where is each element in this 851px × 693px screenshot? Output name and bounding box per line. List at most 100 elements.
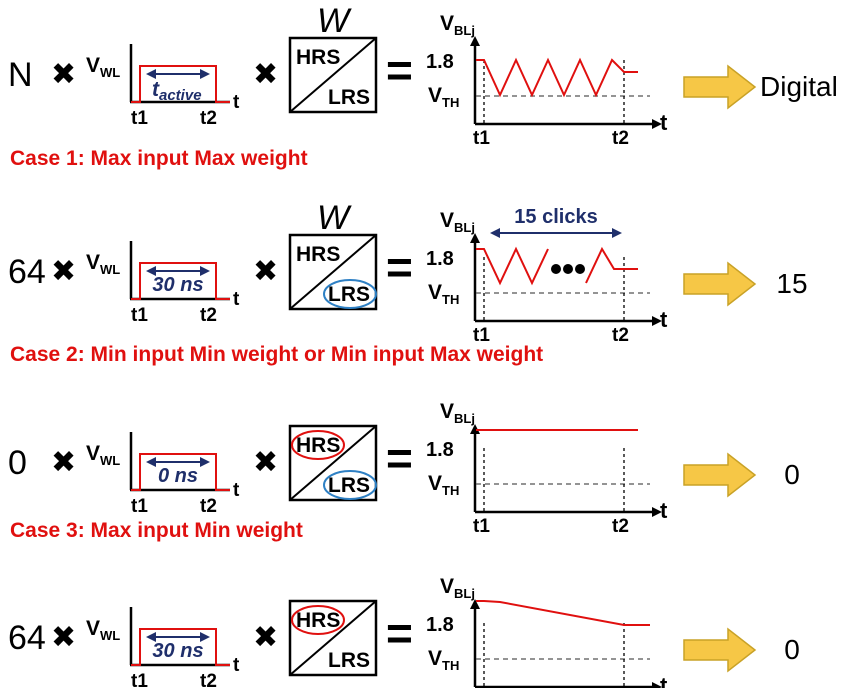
weight-w-label-2: W — [317, 199, 352, 237]
ellipsis-dot-1 — [551, 264, 561, 274]
vwl-label-1: VWL — [86, 54, 120, 80]
vbl-label-2: VBLj — [440, 209, 475, 235]
pulse-t2-label-3: t2 — [200, 496, 217, 517]
clicks-arrow-right-2 — [612, 228, 622, 238]
bl-t1-label-3: t1 — [473, 516, 490, 537]
bl-y-axis-arrow-1 — [470, 36, 480, 46]
bl-t1-label-1: t1 — [473, 128, 490, 149]
pulse-width-label-1: tactive — [152, 78, 202, 104]
lrs-label-1: LRS — [328, 86, 370, 109]
bl-y-axis-arrow-2 — [470, 233, 480, 243]
v18-tick-label-2: 1.8 — [426, 248, 454, 270]
bl-t2-label-3: t2 — [612, 516, 629, 537]
pulse-t1-label-1: t1 — [131, 108, 148, 129]
weight-box-diagonal-3 — [289, 425, 377, 501]
v18-tick-label-3: 1.8 — [426, 439, 454, 461]
output-value-4: 0 — [784, 634, 800, 665]
pulse-t2-label-1: t2 — [200, 108, 217, 129]
times-symbol-right-3: ✖ — [253, 446, 278, 479]
times-symbol-left-1: ✖ — [51, 58, 76, 91]
weight-box-diagonal-2 — [289, 234, 377, 310]
pulse-arrow-left-1 — [146, 69, 156, 79]
lrs-label-4: LRS — [328, 649, 370, 672]
vbl-label-1: VBLj — [440, 12, 475, 38]
lrs-label-2: LRS — [328, 283, 370, 306]
vwl-label-2: VWL — [86, 251, 120, 277]
clicks-arrow-left-2 — [490, 228, 500, 238]
hrs-highlight-ring-4 — [291, 605, 345, 635]
bl-y-axis-arrow-3 — [470, 424, 480, 434]
vth-tick-label-2: VTH — [428, 281, 459, 307]
pulse-arrow-left-2 — [146, 266, 156, 276]
pulse-waveform-3 — [131, 453, 230, 491]
result-arrow-1 — [683, 64, 757, 110]
result-arrow-3 — [683, 452, 757, 498]
result-arrow-4 — [683, 627, 757, 673]
v18-tick-label-4: 1.8 — [426, 614, 454, 636]
lrs-highlight-ring-2 — [323, 279, 377, 309]
output-value-1: Digital — [760, 71, 838, 102]
vwl-label-3: VWL — [86, 442, 120, 468]
pulse-t-axis-label-3: t — [233, 480, 240, 501]
pulse-arrow-right-1 — [200, 69, 210, 79]
pulse-width-label-3: 0 ns — [158, 465, 198, 487]
vbl-label-4: VBLj — [440, 575, 475, 601]
output-value-2: 15 — [776, 268, 807, 299]
bl-y-axis-arrow-4 — [470, 599, 480, 609]
pulse-waveform-4 — [131, 628, 230, 666]
weight-box-diagonal-1 — [289, 37, 377, 113]
pulse-t-axis-label-2: t — [233, 289, 240, 310]
vbl-label-3: VBLj — [440, 400, 475, 426]
multiplier-2: 64 — [8, 253, 46, 291]
equals-symbol-3: = — [386, 432, 413, 484]
hrs-label-4: HRS — [296, 609, 340, 632]
equals-symbol-4: = — [386, 607, 413, 659]
pulse-width-label-4: 30 ns — [152, 640, 203, 662]
pulse-t1-label-4: t1 — [131, 671, 148, 688]
times-symbol-right-2: ✖ — [253, 255, 278, 288]
bl-waveform-2 — [476, 246, 549, 286]
equals-symbol-1: = — [386, 44, 413, 96]
times-symbol-right-4: ✖ — [253, 621, 278, 654]
v18-tick-label-1: 1.8 — [426, 51, 454, 73]
multiplier-1: N — [8, 56, 33, 94]
bl-t2-label-1: t2 — [612, 128, 629, 149]
pulse-t2-label-2: t2 — [200, 305, 217, 326]
result-arrow-2 — [683, 261, 757, 307]
bl-t-axis-label-4: t — [660, 673, 668, 688]
case-2-label: Case 2: Min input Min weight or Min inpu… — [10, 343, 544, 366]
hrs-label-2: HRS — [296, 243, 340, 266]
case-1-label: Case 1: Max input Max weight — [10, 147, 308, 170]
pulse-width-label-2: 30 ns — [152, 274, 203, 296]
output-value-3: 0 — [784, 459, 800, 490]
multiplier-4: 64 — [8, 619, 46, 657]
bl-waveform-4 — [476, 600, 650, 626]
bl-x-axis-arrow-3 — [652, 507, 662, 517]
bl-t-axis-label-1: t — [660, 110, 668, 135]
pulse-arrow-right-2 — [200, 266, 210, 276]
times-symbol-left-3: ✖ — [51, 446, 76, 479]
bl-x-axis-arrow-2 — [652, 316, 662, 326]
equals-symbol-2: = — [386, 241, 413, 293]
vth-tick-label-1: VTH — [428, 84, 459, 110]
bl-t-axis-label-3: t — [660, 498, 668, 523]
bl-waveform-1 — [476, 57, 638, 98]
bl-t-axis-label-2: t — [660, 307, 668, 332]
pulse-waveform-2 — [131, 262, 230, 300]
clicks-label-2: 15 clicks — [514, 206, 597, 228]
weight-box-diagonal-4 — [289, 600, 377, 676]
vwl-label-4: VWL — [86, 617, 120, 643]
pulse-arrow-left-4 — [146, 632, 156, 642]
pulse-arrow-right-4 — [200, 632, 210, 642]
pulse-t-axis-label-1: t — [233, 92, 240, 113]
pulse-arrow-left-3 — [146, 457, 156, 467]
vth-tick-label-4: VTH — [428, 647, 459, 673]
multiplier-3: 0 — [8, 444, 27, 482]
hrs-label-3: HRS — [296, 434, 340, 457]
